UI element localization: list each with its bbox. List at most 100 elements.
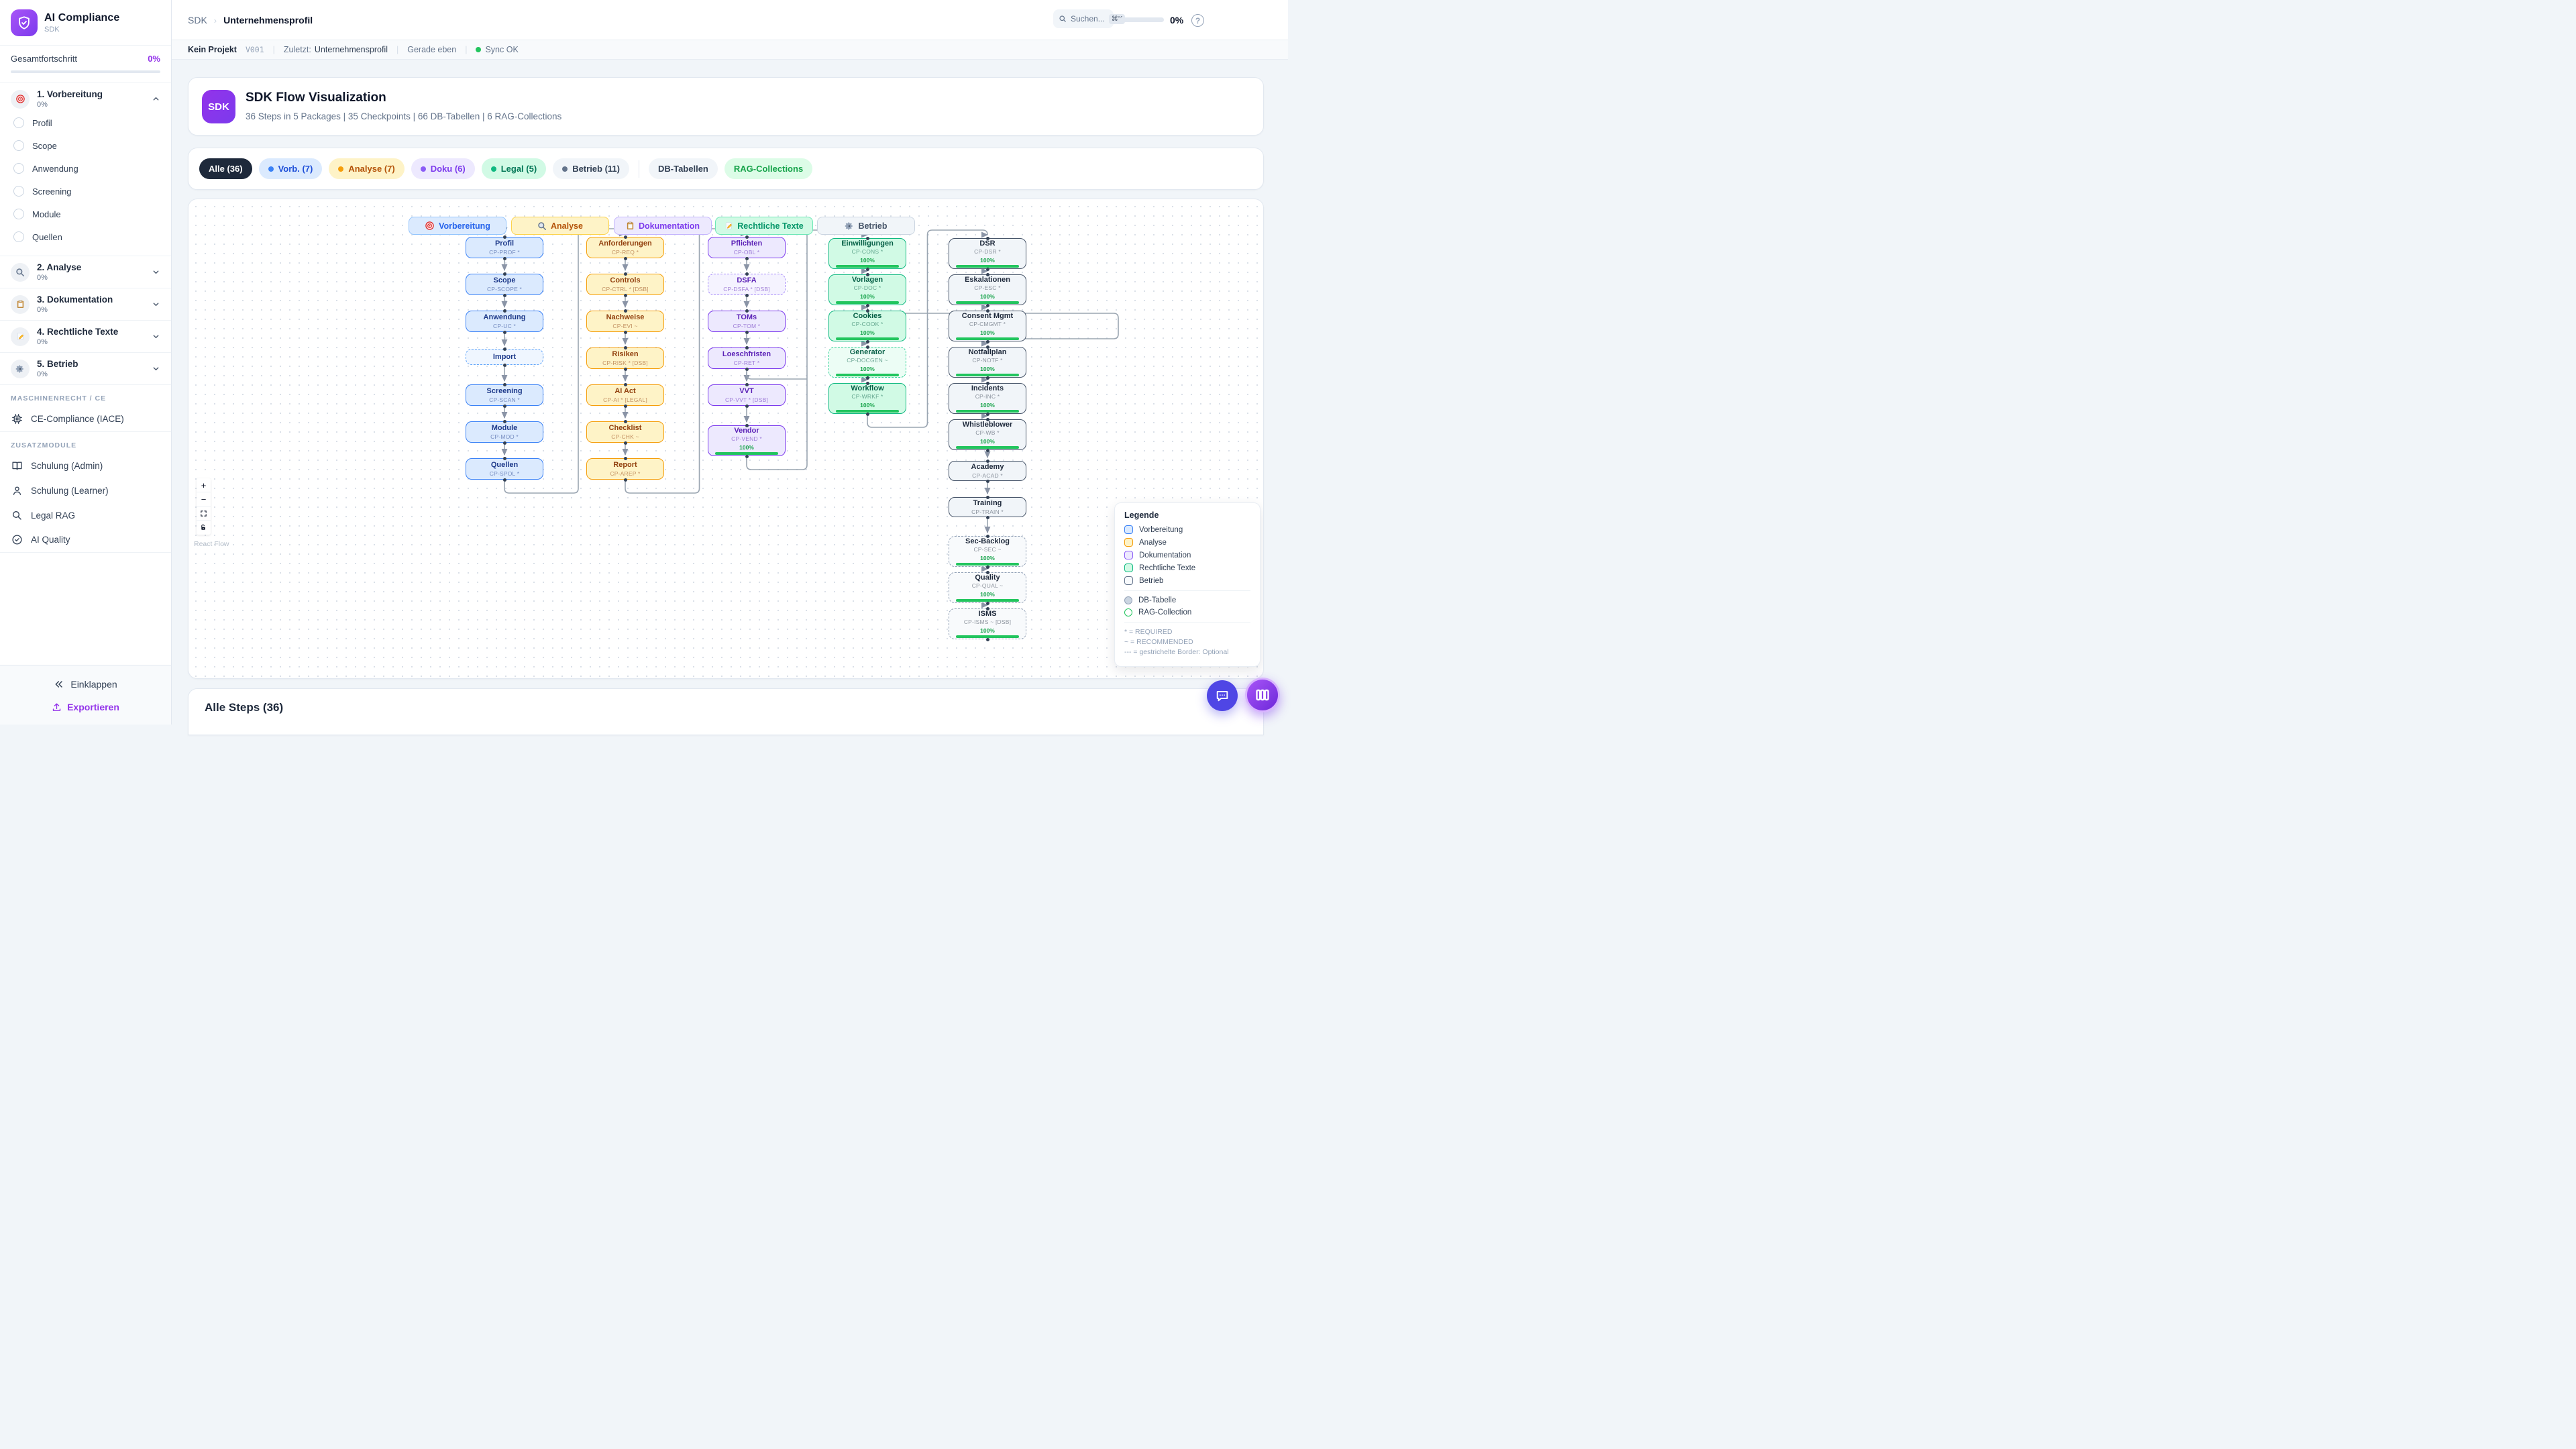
sidebar-section-1[interactable]: 1. Vorbereitung 0% (11, 89, 160, 109)
chevron-down-icon (152, 300, 160, 309)
collapse-sidebar-button[interactable]: Einklappen (0, 674, 171, 695)
package-header-vorb[interactable]: Vorbereitung (409, 217, 506, 235)
filter-pill-db-tabellen[interactable]: DB-Tabellen (649, 158, 718, 179)
help-button[interactable]: ? (1191, 14, 1204, 27)
filter-pill-alle-36-[interactable]: Alle (36) (199, 158, 252, 179)
node-code: CP-UC * (493, 322, 516, 329)
step-radio[interactable] (13, 117, 24, 128)
export-button[interactable]: Exportieren (0, 695, 171, 712)
node-progress-value: 100% (980, 555, 995, 562)
step-radio[interactable] (13, 140, 24, 151)
node-code: CP-WB * (975, 429, 1000, 437)
sidebar-section-4[interactable]: 4. Rechtliche Texte 0% (11, 327, 160, 346)
header-progress-value: 0% (1170, 15, 1184, 25)
step-radio[interactable] (13, 209, 24, 219)
node-handle-top (502, 456, 506, 460)
chat-fab-button[interactable] (1207, 680, 1238, 711)
sidebar-item-legal-rag[interactable]: Legal RAG (0, 503, 171, 527)
sidebar-item-profil[interactable]: Profil (12, 111, 160, 134)
step-radio[interactable] (13, 231, 24, 242)
lock-button[interactable] (197, 521, 211, 535)
step-radio[interactable] (13, 186, 24, 197)
filter-pill-rag-collections[interactable]: RAG-Collections (724, 158, 813, 179)
board-fab-button[interactable] (1245, 678, 1280, 712)
legend-row: RAG-Collection (1124, 608, 1250, 616)
zoom-in-button[interactable]: + (197, 478, 211, 492)
sidebar-item-schulung-admin-[interactable]: Schulung (Admin) (0, 453, 171, 478)
search-input[interactable]: Suchen... ⌘K (1053, 9, 1126, 28)
sidebar-item-ai-quality[interactable]: AI Quality (0, 527, 171, 552)
sidebar-section-5[interactable]: 5. Betrieb 0% (11, 359, 160, 378)
package-header-doku[interactable]: Dokumentation (614, 217, 712, 235)
divider: | (465, 45, 468, 54)
node-handle-top (985, 236, 989, 240)
filter-pill-legal-5-[interactable]: Legal (5) (481, 158, 547, 179)
sidebar-item-schulung-learner-[interactable]: Schulung (Learner) (0, 478, 171, 503)
breadcrumb-root[interactable]: SDK (188, 15, 207, 25)
sidebar-item-ce-compliance-iace-[interactable]: CE-Compliance (IACE) (0, 407, 171, 431)
sidebar-item-screening[interactable]: Screening (12, 180, 160, 203)
node-title: Vendor (734, 427, 759, 435)
step-radio[interactable] (13, 163, 24, 174)
filter-pill-betrieb-11-[interactable]: Betrieb (11) (553, 158, 629, 179)
filter-pill-vorb-7-[interactable]: Vorb. (7) (258, 158, 323, 179)
flow-node-import[interactable]: Import (466, 349, 543, 365)
node-title: Workflow (851, 384, 884, 393)
fit-view-button[interactable] (197, 506, 211, 521)
sidebar-item-scope[interactable]: Scope (12, 134, 160, 157)
zoom-out-button[interactable]: − (197, 492, 211, 506)
node-progress: 100% (956, 555, 1019, 566)
filter-pill-analyse-7-[interactable]: Analyse (7) (329, 158, 405, 179)
sidebar-item-module[interactable]: Module (12, 203, 160, 225)
legend-swatch (1124, 525, 1133, 534)
node-code: CP-DOCGEN ~ (847, 357, 888, 364)
node-progress-value: 100% (980, 591, 995, 598)
sidebar-section-3[interactable]: 3. Dokumentation 0% (11, 294, 160, 314)
package-header-legal[interactable]: Rechtliche Texte (715, 217, 813, 235)
sidebar-item-quellen[interactable]: Quellen (12, 225, 160, 248)
sidebar-section-2[interactable]: 2. Analyse 0% (11, 262, 160, 282)
package-header-betrieb[interactable]: Betrieb (817, 217, 915, 235)
package-header-analyse[interactable]: Analyse (511, 217, 609, 235)
sidebar-item-anwendung[interactable]: Anwendung (12, 157, 160, 180)
filter-pill-doku-6-[interactable]: Doku (6) (411, 158, 475, 179)
node-code: CP-COOK * (851, 321, 883, 328)
node-title: Cookies (853, 312, 882, 321)
